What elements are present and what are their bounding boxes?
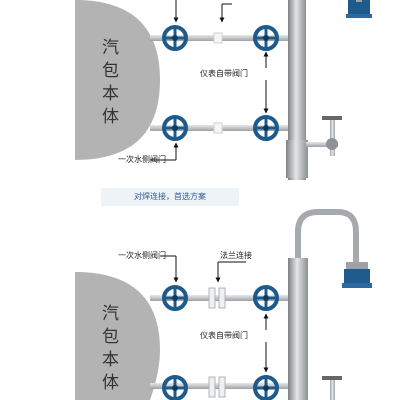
bottom-valve-upper-right (253, 285, 279, 311)
bottom-flange-label: 法兰连接 (220, 251, 252, 260)
bottom-section (75, 209, 372, 400)
bottom-drain-handle (322, 376, 342, 380)
bottom-valve-upper-left (162, 285, 188, 311)
top-lower-sleeve (213, 122, 223, 134)
top-instrument-valve-label: 仪表自带阀门 (200, 69, 248, 78)
bottom-drum-label: 汽包本体 (98, 304, 118, 396)
bottom-overhead-tube (295, 209, 359, 262)
top-column-base (286, 140, 308, 178)
top-valve-lower-right (253, 115, 279, 141)
bottom-instrument-valve-label: 仪表自带阀门 (200, 331, 248, 340)
bottom-flange-upper (208, 287, 226, 309)
bottom-valve-lower-left (162, 375, 188, 400)
bottom-transmitter (342, 262, 372, 288)
caption-box: 对焊连接，首选方案 (101, 188, 239, 206)
top-column (288, 0, 306, 180)
top-valve-lower-left (162, 115, 188, 141)
bottom-drain-stem (330, 378, 335, 400)
top-section (75, 0, 372, 180)
top-drain-handle (322, 116, 342, 120)
top-valve-upper-right (253, 25, 279, 51)
bottom-primary-valve-label: 一次水侧阀门 (118, 251, 166, 260)
top-upper-sleeve (213, 32, 223, 44)
top-transmitter (346, 0, 372, 18)
top-primary-valve-label: 一次水侧阀门 (118, 155, 166, 164)
bottom-drum (75, 272, 160, 400)
top-drain-body (326, 138, 338, 150)
bottom-flange-lower (208, 376, 226, 398)
top-drain-pipe (306, 142, 338, 147)
bottom-column (288, 258, 308, 400)
top-valve-upper-left (162, 25, 188, 51)
top-drum (75, 0, 160, 160)
top-drain-stem (330, 118, 335, 156)
bottom-valve-lower-right (253, 375, 279, 400)
top-drum-label: 汽包本体 (98, 38, 118, 130)
